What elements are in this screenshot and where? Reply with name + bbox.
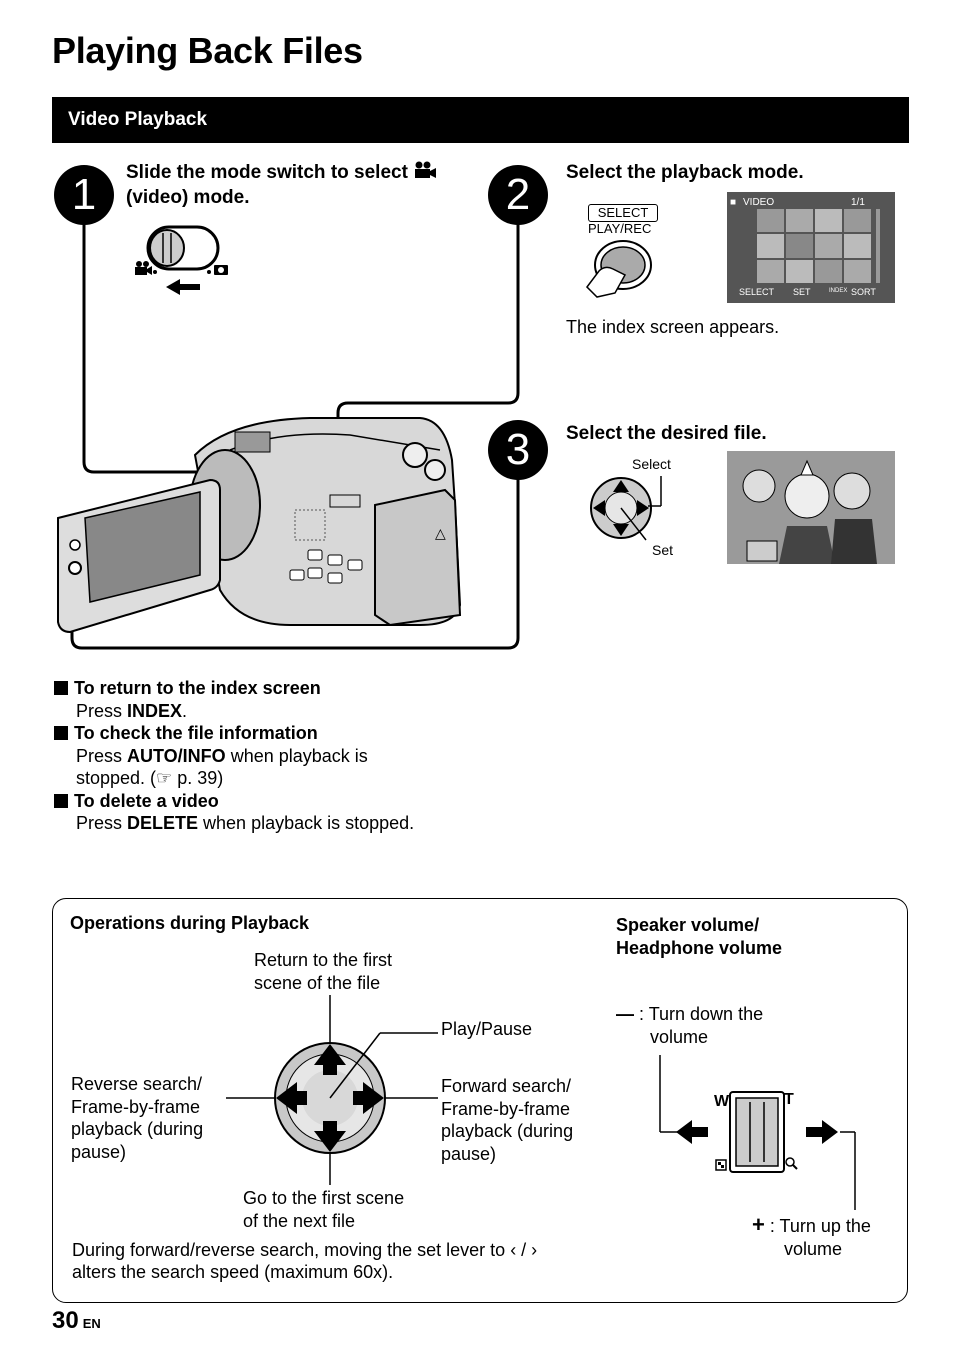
wide-icon [715, 1159, 727, 1171]
volume-title: Speaker volume/Headphone volume [616, 915, 783, 958]
note-2-title: To check the file information [54, 723, 414, 746]
select-button-label: SELECT [588, 204, 658, 222]
step-2-note: The index screen appears. [566, 317, 780, 337]
op-center-label: Play/Pause [441, 1019, 533, 1039]
mode-switch-icon [135, 225, 228, 295]
plus-icon: + [752, 1212, 765, 1237]
zoom-lever-diagram: W T [659, 1055, 856, 1210]
minus-icon: — [616, 1004, 634, 1024]
screen-footer-index: INDEX [829, 288, 848, 294]
screen-video-icon: ■ [730, 197, 737, 208]
step-3-heading: Select the desired file. [566, 423, 767, 444]
left-arrow-icon [676, 1120, 708, 1144]
t-label: T [784, 1091, 794, 1108]
w-label: W [714, 1093, 730, 1110]
volume-plus-label: + : Turn up the volume [752, 1212, 871, 1259]
playback-image [727, 451, 895, 564]
operations-box [52, 898, 908, 1303]
note-3-title: To delete a video [54, 791, 414, 814]
note-2-text-line2: stopped. (☞ p. 39) [76, 768, 224, 788]
select-button-icon [586, 240, 652, 298]
svg-text:△: △ [435, 525, 446, 541]
note-3-text: Press DELETE when playback is stopped. [76, 813, 415, 833]
set-label: Set [652, 542, 674, 558]
video-camera-icon [413, 161, 437, 186]
screen-page: 1/1 [851, 197, 865, 208]
note-1-text: Press INDEX. [76, 700, 188, 721]
magnify-icon [785, 1157, 795, 1167]
operations-title: Operations during Playback [70, 913, 310, 933]
note-1-title: To return to the index screen [54, 678, 414, 701]
screen-footer-select: SELECT [739, 287, 775, 297]
screen-footer-sort: SORT [851, 287, 876, 297]
page-title: Playing Back Files [52, 30, 363, 71]
camcorder-illustration: △ [57, 417, 462, 634]
select-label: Select [632, 456, 671, 472]
step-connector-lines [70, 210, 520, 650]
index-screen: VIDEO ■ 1/1 SELECT SET INDEX SORT [727, 192, 895, 303]
notes-list: To return to the index screen Press INDE… [54, 678, 414, 836]
step-1-heading: Slide the mode switch to select (video) … [126, 161, 437, 210]
set-lever-icon [590, 476, 662, 541]
screen-mode: VIDEO [743, 197, 775, 208]
right-arrow-icon [806, 1120, 838, 1144]
section-title: Video Playback [68, 109, 208, 130]
note-2-text: Press AUTO/INFO when playback is [76, 745, 368, 766]
screen-footer-set: SET [793, 287, 811, 297]
playback-set-lever-diagram [226, 995, 438, 1185]
step-2-heading: Select the playback mode. [566, 162, 804, 183]
operations-footnote: During forward/reverse search, moving th… [72, 1240, 538, 1282]
thumbnail-grid [757, 209, 871, 283]
step-1-number: 1 [54, 165, 114, 225]
step-3-number: 3 [488, 420, 548, 480]
step-2-number: 2 [488, 165, 548, 225]
section-bar: Video Playback [52, 97, 909, 143]
play-rec-label: PLAY/REC [588, 221, 652, 236]
volume-minus-label: — : Turn down the volume [616, 1004, 764, 1047]
